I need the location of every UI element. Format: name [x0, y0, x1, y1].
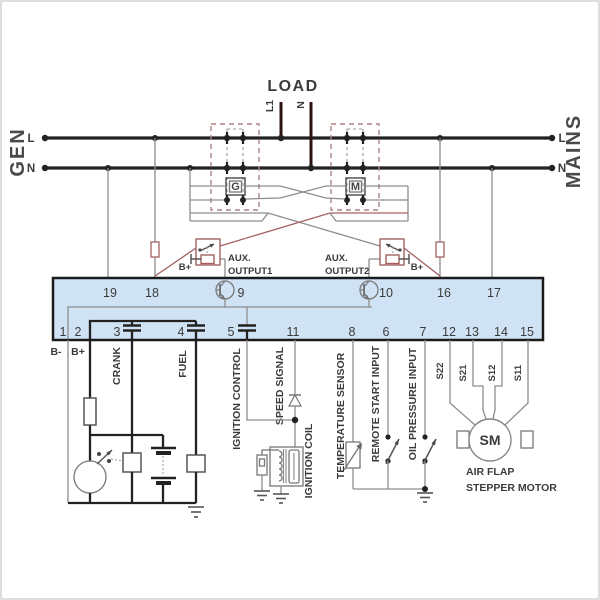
- starter-motor: [73, 460, 107, 494]
- terminal-2: 2: [75, 325, 82, 339]
- gen-n-label: N: [27, 163, 35, 175]
- aux-output1-relay: B+ AUX. OUTPUT1: [179, 238, 273, 278]
- terminal-18: 18: [145, 286, 159, 300]
- terminal-8: 8: [349, 325, 356, 339]
- terminal-4: 4: [178, 325, 185, 339]
- gen-coil-label: G: [231, 181, 240, 193]
- load-n-label: N: [295, 101, 307, 109]
- terminal-9: 9: [238, 286, 245, 300]
- crank-label: CRANK: [111, 347, 123, 385]
- terminal-19: 19: [103, 286, 117, 300]
- fuel-label: FUEL: [177, 350, 189, 378]
- stepper-motor-circuit: S22 S21 S12 S11 SM AIR FLAP STEPPER MOTO…: [435, 340, 557, 494]
- terminal-3: 3: [114, 325, 121, 339]
- internal-contact-5: [238, 324, 256, 339]
- s12-label: S12: [487, 365, 498, 382]
- controller-panel: 19 18 9 10 16 17 1 2 3 4 5 11 8 6 7 12 1…: [51, 276, 545, 342]
- gen-l-label: L: [27, 133, 34, 145]
- bplus-label: B+: [71, 346, 85, 358]
- ignition-control-label: IGNITION CONTROL: [231, 348, 243, 450]
- coil-ground-icon: [273, 493, 289, 504]
- stepper-label-line2: STEPPER MOTOR: [466, 482, 557, 494]
- terminal-1: 1: [60, 325, 67, 339]
- engine-dc-circuit: B- B+ CRANK FUEL: [50, 340, 206, 518]
- output-transistor-10: [359, 280, 379, 307]
- stepper-motor-sm-label: SM: [480, 432, 501, 448]
- battery-fuse: [83, 397, 97, 426]
- load-l1-label: L1: [264, 100, 276, 112]
- mains-sense-fuse: [435, 241, 445, 258]
- terminal-11: 11: [287, 325, 300, 339]
- aux2-label-line2: OUTPUT2: [325, 266, 369, 277]
- mains-coil-label: M: [351, 181, 360, 193]
- output-transistor-9: [215, 280, 235, 307]
- internal-contact-3: [123, 324, 141, 339]
- remote-start-label: REMOTE START INPUT: [370, 345, 382, 462]
- load-feeder: LOAD L1 N: [264, 78, 318, 172]
- terminal-14: 14: [494, 325, 508, 339]
- aux-output2-relay: B+ AUX. OUTPUT2: [325, 238, 424, 278]
- aux1-label-line2: OUTPUT1: [228, 266, 273, 277]
- motor-left-tab: [456, 430, 470, 449]
- aux2-bplus-label: B+: [411, 262, 424, 273]
- terminal-5: 5: [228, 325, 235, 339]
- s22-label: S22: [435, 363, 446, 380]
- aux2-label-line1: AUX.: [325, 253, 348, 264]
- oil-pressure-switch: [422, 434, 437, 465]
- remote-start-switch: [385, 434, 400, 465]
- s11-label: S11: [513, 364, 524, 381]
- engine-ground-icon: [188, 506, 204, 518]
- ignition-coil: [269, 446, 304, 487]
- s21-label: S21: [458, 364, 469, 382]
- internal-contact-4: [187, 324, 205, 339]
- sense-wires: [105, 135, 495, 278]
- oil-pressure-label: OIL PRESSURE INPUT: [407, 347, 419, 460]
- mains-l-label: L: [558, 133, 565, 145]
- aux1-bplus-label: B+: [179, 262, 192, 273]
- stepper-label-line1: AIR FLAP: [466, 466, 514, 478]
- gen-contactor: G: [210, 123, 260, 211]
- terminal-12: 12: [442, 325, 456, 339]
- spark-plug: [254, 449, 270, 501]
- gen-title: GEN: [7, 127, 29, 176]
- power-buses: L N L N GEN MAINS: [7, 114, 585, 188]
- motor-right-tab: [520, 430, 534, 449]
- ignition-circuit: IGNITION CONTROL SPEED SIGNAL: [231, 340, 315, 504]
- mains-title: MAINS: [563, 114, 585, 188]
- battery: [151, 435, 176, 503]
- gen-sense-fuse: [150, 241, 160, 258]
- mains-contactor: M: [330, 123, 380, 211]
- mains-n-label: N: [558, 163, 566, 175]
- speed-signal-diode: [287, 393, 303, 407]
- sensor-inputs: TEMPERATURE SENSOR REMOTE START INPUT OI…: [335, 340, 437, 503]
- terminal-15: 15: [520, 325, 534, 339]
- terminal-16: 16: [437, 286, 451, 300]
- terminal-10: 10: [379, 286, 393, 300]
- speed-signal-label: SPEED SIGNAL: [274, 346, 286, 425]
- sensor-ground-icon: [417, 492, 433, 503]
- starter-switch: [96, 449, 124, 465]
- aux1-label-line1: AUX.: [228, 253, 251, 264]
- terminal-6: 6: [383, 325, 390, 339]
- ignition-coil-label: IGNITION COIL: [303, 423, 315, 498]
- terminal-7: 7: [420, 325, 427, 339]
- interlock-wiring: [187, 165, 409, 247]
- bminus-label: B-: [50, 346, 62, 358]
- stepper-motor-body: [468, 418, 512, 462]
- temperature-sensor-label: TEMPERATURE SENSOR: [335, 352, 347, 479]
- load-title: LOAD: [267, 78, 318, 95]
- terminal-17: 17: [487, 286, 501, 300]
- fuel-solenoid: [186, 454, 206, 473]
- terminal-13: 13: [465, 325, 479, 339]
- crank-relay-coil: [122, 452, 142, 473]
